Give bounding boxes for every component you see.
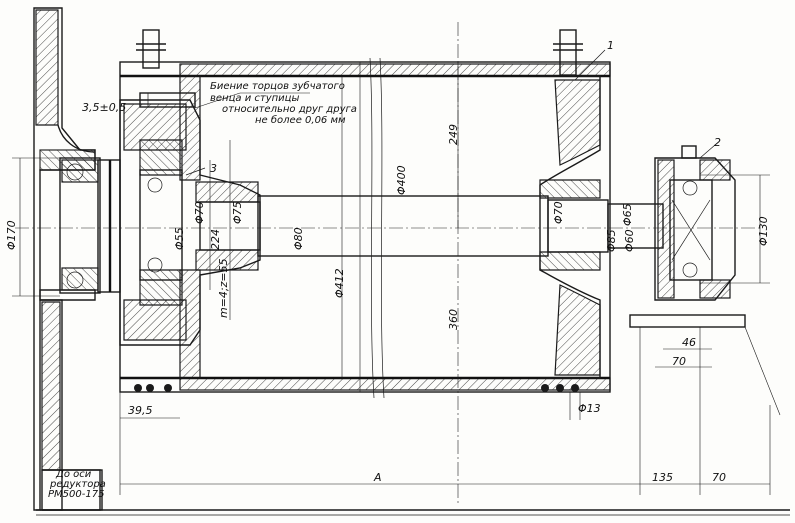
runout-note-line2: венца и ступицы xyxy=(210,93,300,104)
coupling-hub xyxy=(119,99,261,346)
dim-d400: Φ400 xyxy=(395,165,408,195)
dim-d55: Φ55 xyxy=(173,227,186,250)
dim-70-bottom: 70 xyxy=(712,471,726,484)
dim-d13: Φ13 xyxy=(578,402,601,415)
dim-d412: Φ412 xyxy=(333,268,346,298)
dim-gap: 3,5±0,5 xyxy=(82,101,127,114)
runout-note-line1: Биение торцов зубчатого xyxy=(210,81,345,92)
dim-d65: Φ65 xyxy=(621,203,634,226)
ground-line xyxy=(36,469,790,516)
dim-d70-left: Φ70 xyxy=(193,201,206,224)
dim-d70-right: Φ70 xyxy=(552,201,565,224)
dim-d75: Φ75 xyxy=(231,201,244,224)
dimension-lines xyxy=(12,62,781,495)
reducer-label-line3: РМ500-175 xyxy=(48,489,105,500)
reducer-label-line1: До оси xyxy=(56,469,92,480)
runout-note-line4: не более 0,06 мм xyxy=(255,115,346,126)
centerlines xyxy=(15,22,760,505)
dim-249: 249 xyxy=(447,124,460,145)
callout-2: 2 xyxy=(714,136,721,149)
reducer-housing xyxy=(33,7,101,511)
top-bolts xyxy=(136,29,583,108)
dim-A: A xyxy=(374,471,382,484)
dim-224: 224 xyxy=(209,229,222,250)
dim-d80: Φ80 xyxy=(292,227,305,250)
dim-d85: Φ85 xyxy=(605,229,618,252)
dim-46: 46 xyxy=(682,336,696,349)
dim-360: 360 xyxy=(447,309,460,330)
callout-1: 1 xyxy=(607,39,614,52)
dim-135: 135 xyxy=(652,471,673,484)
callout-3: 3 xyxy=(210,162,217,175)
right-bearing-housing xyxy=(629,145,746,328)
dim-d170: Φ170 xyxy=(5,220,18,250)
reducer-label-line2: редуктора xyxy=(50,479,106,490)
dim-gear-module: m=4;z=55 xyxy=(217,258,230,318)
shaft xyxy=(199,195,664,257)
dim-39-5: 39,5 xyxy=(128,404,153,417)
callout-leaders xyxy=(185,49,716,176)
drum-shell xyxy=(119,57,611,399)
dim-d130: Φ130 xyxy=(757,216,770,246)
left-bearing xyxy=(59,157,121,294)
runout-note-line3: относительно друг друга xyxy=(222,104,357,115)
dim-d60: Φ60 xyxy=(623,229,636,252)
bottom-rivets xyxy=(134,384,579,392)
dim-70-bearing: 70 xyxy=(672,355,686,368)
